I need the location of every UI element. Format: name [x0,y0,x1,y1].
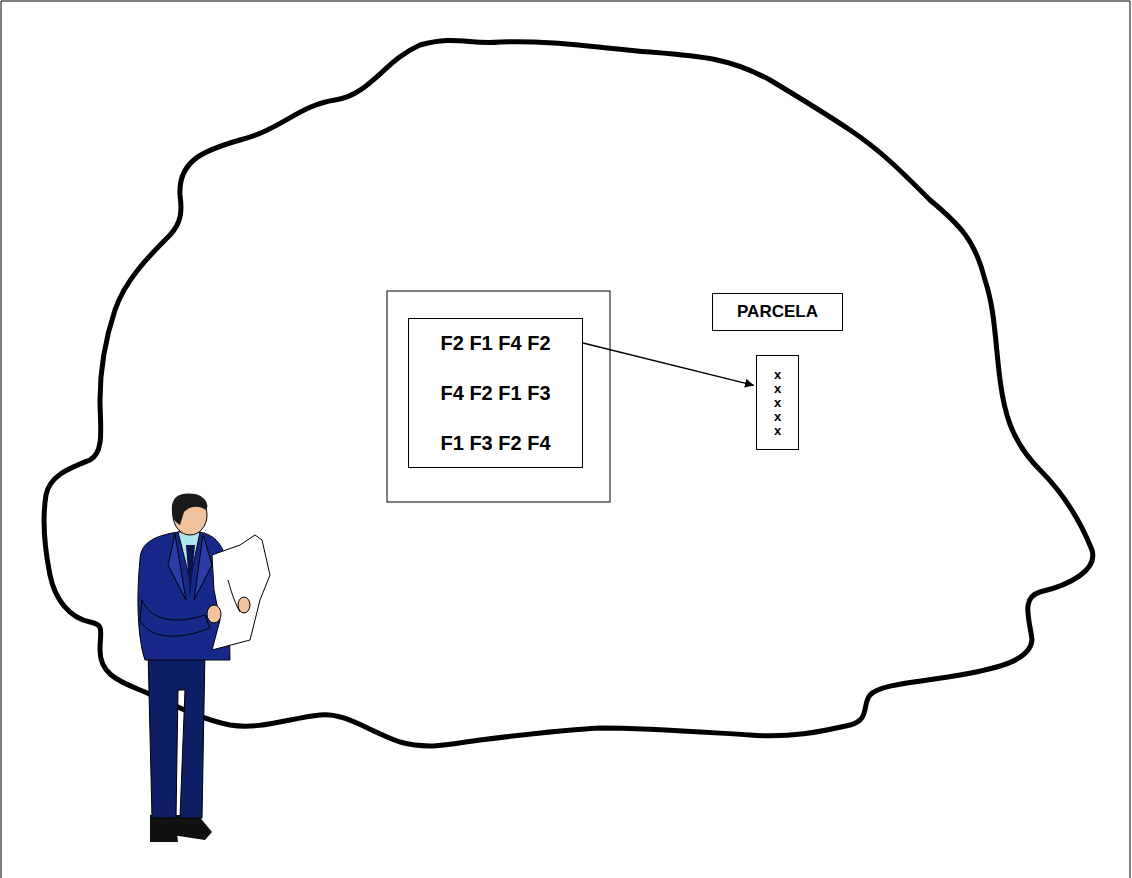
label-box: PARCELA [712,293,843,331]
plot-layout-box: F2 F1 F4 F2 F4 F2 F1 F3 F1 F3 F2 F4 [408,318,583,468]
box-text: F4 F2 F1 F3 [440,381,550,405]
box-text: PARCELA [737,302,818,322]
frame-line [1,1,2,878]
frame-line [1130,1,1131,878]
arrow-connector [583,343,754,385]
man-figure [138,493,270,842]
field-outline [44,40,1093,746]
outer-frame-box [387,291,610,502]
plot-marks: x x x x x [771,368,784,438]
box-text: F1 F3 F2 F4 [440,431,550,455]
box-text: F2 F1 F4 F2 [440,331,550,355]
plot-box: x x x x x [756,355,799,450]
frame-line [1,1,1130,2]
